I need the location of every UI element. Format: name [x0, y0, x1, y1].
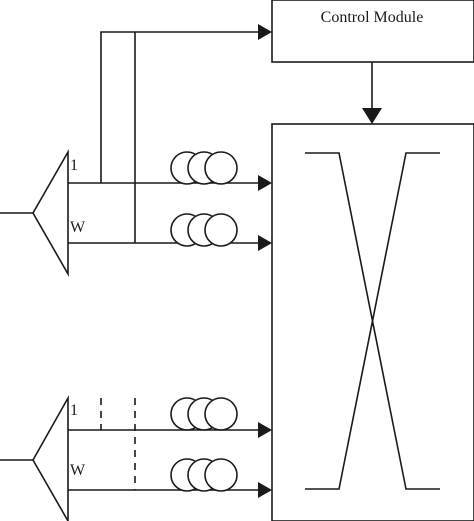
control-module-label: Control Module [321, 9, 424, 26]
top-port-1-arrowhead [258, 175, 272, 191]
tap-to-control-arrowhead [258, 24, 272, 40]
bottom-port-1-arrowhead [258, 422, 272, 438]
bottom-port-w-arrowhead [258, 482, 272, 498]
control-module-box [271, 0, 474, 63]
fiber-spool-icon [170, 397, 238, 431]
demux-top-triangle [32, 148, 69, 278]
top-port-w-arrowhead [258, 235, 272, 251]
demux-top-port-w-label: W [70, 219, 86, 236]
crossbar-symbol [305, 152, 440, 490]
fiber-spool-icon [170, 458, 238, 492]
tap-line-port-1 [100, 31, 258, 183]
fiber-spool-icon [170, 213, 238, 247]
demux-bottom [0, 394, 69, 521]
control-to-switch-arrowhead [362, 108, 382, 124]
demux-bottom-triangle [32, 394, 69, 521]
demux-bottom-port-w-label: W [70, 462, 86, 479]
demux-top [0, 148, 69, 278]
demux-top-port-1-label: 1 [70, 157, 78, 174]
demux-bottom-port-1-label: 1 [70, 402, 78, 419]
fiber-spool-icon [170, 151, 238, 185]
